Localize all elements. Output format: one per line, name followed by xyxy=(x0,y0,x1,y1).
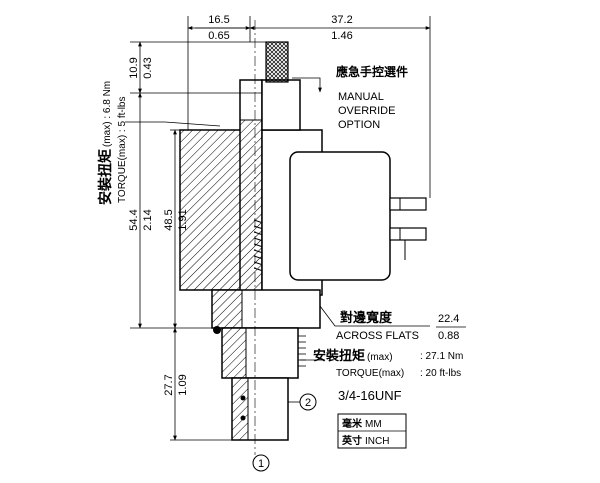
o-ring xyxy=(213,326,221,334)
across-flats-en: ACROSS FLATS xyxy=(336,330,419,342)
dim-top-width-2-in: 1.46 xyxy=(331,30,352,42)
connector-pin xyxy=(389,227,427,241)
cartridge-torque-cn: 安裝扭矩(max) xyxy=(313,348,393,364)
port-1-label: 1 xyxy=(258,458,264,470)
dim-coil-height-mm: 48.5 xyxy=(163,209,175,230)
override-label-en-3: OPTION xyxy=(338,119,380,131)
override-label-cn: 應急手控選件 xyxy=(336,64,408,79)
cartridge-torque-value-ftlbs: : 20 ft-lbs xyxy=(420,368,461,379)
across-flats-mm: 22.4 xyxy=(438,313,459,325)
dim-overall-height-mm: 54.4 xyxy=(128,209,140,230)
coil-torque-en: TORQUE(max) : 5 ft-lbs xyxy=(117,97,128,204)
override-label-en-2: OVERRIDE xyxy=(338,105,395,117)
thread-spec: 3/4-16UNF xyxy=(338,388,402,403)
dim-cartridge-height-mm: 27.7 xyxy=(163,374,175,395)
connector-pin xyxy=(389,197,427,211)
dim-overall-height-in: 2.14 xyxy=(142,209,154,230)
dim-override-height-mm: 10.9 xyxy=(128,57,140,78)
cartridge-torque-en: TORQUE(max) xyxy=(336,368,404,379)
cartridge-torque-value-nm: : 27.1 Nm xyxy=(420,351,463,362)
port-1-marker xyxy=(252,454,270,472)
dim-top-width-1-in: 0.65 xyxy=(208,30,229,42)
port-2-label: 2 xyxy=(305,397,311,409)
dim-coil-height-in: 1.91 xyxy=(177,209,189,230)
across-flats-in: 0.88 xyxy=(438,330,459,342)
dim-override-height-in: 0.43 xyxy=(142,57,154,78)
coil-torque-cn: 安裝扭矩(max) : 6.8 Nm xyxy=(97,81,114,205)
dim-top-width-1-mm: 16.5 xyxy=(208,14,229,26)
override-knob xyxy=(265,41,289,83)
dim-top-width-2-mm: 37.2 xyxy=(331,14,352,26)
valve-body xyxy=(179,41,427,441)
override-stem xyxy=(261,79,301,131)
dimension-lines xyxy=(130,16,431,441)
override-label-en-1: MANUAL xyxy=(338,91,384,103)
dim-cartridge-height-in: 1.09 xyxy=(177,374,189,395)
across-flats-cn: 對邊寬度 xyxy=(340,310,393,326)
leader-lines xyxy=(125,77,430,361)
connector-box xyxy=(289,151,391,281)
